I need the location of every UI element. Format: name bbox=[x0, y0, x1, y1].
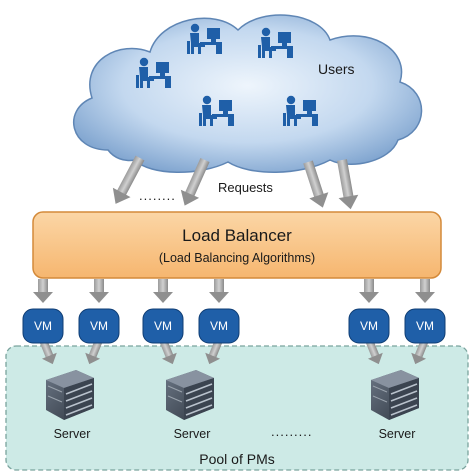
servers-ellipsis: ......... bbox=[271, 424, 313, 439]
lb-to-vm-arrows bbox=[33, 279, 435, 303]
vm-box bbox=[404, 308, 446, 344]
request-arrows bbox=[112, 155, 359, 210]
vm-label: VM bbox=[34, 319, 52, 333]
requests-label: Requests bbox=[218, 180, 273, 195]
load-balancer-box bbox=[32, 211, 442, 279]
users-cloud bbox=[73, 14, 423, 173]
load-balancer-subtitle: (Load Balancing Algorithms) bbox=[158, 251, 316, 265]
vm-box bbox=[348, 308, 390, 344]
server-label: Server bbox=[173, 427, 211, 441]
vm-box bbox=[78, 308, 120, 344]
vm-boxes bbox=[22, 308, 446, 344]
server-label: Server bbox=[378, 427, 416, 441]
vm-box bbox=[22, 308, 64, 344]
vm-label: VM bbox=[416, 319, 434, 333]
vm-label: VM bbox=[210, 319, 228, 333]
requests-ellipsis: ........ bbox=[139, 188, 176, 203]
vm-label: VM bbox=[90, 319, 108, 333]
vm-label: VM bbox=[154, 319, 172, 333]
load-balancer-title: Load Balancer bbox=[182, 226, 292, 245]
pool-of-pms-box bbox=[5, 345, 469, 471]
vm-label: VM bbox=[360, 319, 378, 333]
vm-box bbox=[142, 308, 184, 344]
users-label: Users bbox=[318, 61, 355, 77]
vm-box bbox=[198, 308, 240, 344]
pool-of-pms-label: Pool of PMs bbox=[199, 451, 275, 467]
server-label: Server bbox=[53, 427, 91, 441]
